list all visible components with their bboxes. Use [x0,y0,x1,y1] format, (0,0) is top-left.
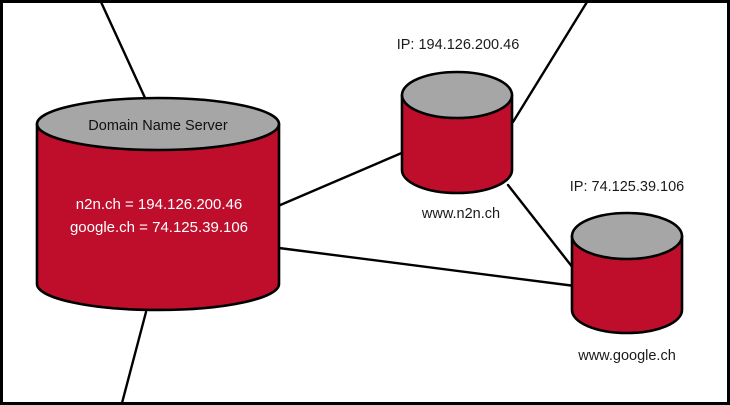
google-cylinder-body [570,234,684,335]
dns-record-n2n: n2n.ch = 194.126.200.46 [76,196,242,213]
link-dns-to-google [277,246,577,288]
connector-lines-group [99,0,589,405]
dns-record-google: google.ch = 74.125.39.106 [70,219,248,236]
link-n2n-to-google [506,183,579,275]
dns-title-label: Domain Name Server [88,118,228,134]
n2n-host-label: www.n2n.ch [421,206,500,222]
google-cylinder-top [570,211,684,261]
node-www-n2n-ch[interactable] [400,70,514,195]
link-dns-bottom-left-edge [120,310,148,405]
dns-cylinder-body [35,122,281,312]
n2n-cylinder-body [400,93,514,195]
node-domain-name-server[interactable]: Domain Name Server n2n.ch = 194.126.200.… [35,96,281,312]
n2n-ip-label: IP: 194.126.200.46 [397,37,520,53]
google-ip-label: IP: 74.125.39.106 [570,179,685,195]
node-www-google-ch[interactable] [570,211,684,335]
link-dns-to-n2n [276,150,406,208]
google-host-label: www.google.ch [577,348,676,364]
link-dns-top-left-edge [99,0,148,102]
link-n2n-top-right-edge [511,0,589,124]
dns-cylinder-top [35,96,281,152]
n2n-cylinder-top [400,70,514,120]
